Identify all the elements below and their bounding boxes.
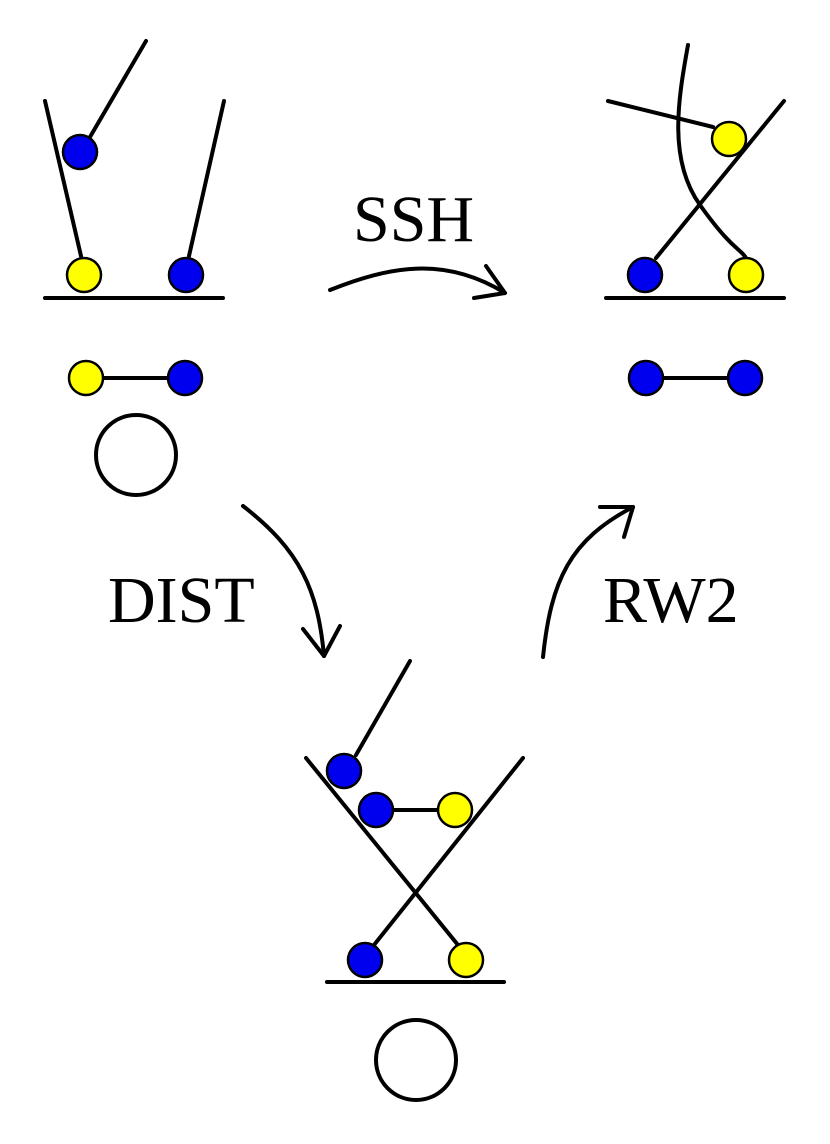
config-bottom (304, 659, 525, 1102)
arrow-shaft (328, 266, 507, 295)
loop-circle (94, 413, 178, 497)
arrow-head (301, 624, 342, 658)
label-ssh: SSH (353, 183, 474, 256)
arrow-head (472, 264, 507, 300)
arrow-head (598, 505, 635, 539)
arrow-rw2 (541, 505, 635, 659)
blue-node (627, 359, 665, 397)
blue-node (357, 791, 395, 829)
yellow-node (710, 120, 748, 158)
arrow-shaft (241, 504, 326, 658)
blue-node (61, 133, 99, 171)
strand-line (43, 99, 83, 258)
config-top-left (43, 39, 226, 497)
yellow-node (65, 256, 103, 294)
config-top-right (604, 43, 786, 397)
blue-node (346, 941, 384, 979)
blue-node (167, 256, 205, 294)
strand-line (88, 39, 148, 139)
strand-line (304, 756, 460, 947)
label-rw2: RW2 (603, 564, 739, 637)
strand-line (654, 99, 786, 260)
yellow-node (436, 791, 474, 829)
loop-circle (374, 1018, 458, 1102)
strand-line (187, 99, 226, 258)
blue-node (166, 359, 204, 397)
strand-line (354, 659, 412, 757)
arrow-ssh (328, 264, 507, 300)
yellow-node (447, 941, 485, 979)
yellow-node (727, 256, 765, 294)
strand-line (606, 99, 715, 129)
arrow-dist (241, 504, 342, 658)
yellow-node (67, 359, 105, 397)
arrow-shaft (541, 505, 635, 659)
blue-node (626, 256, 664, 294)
strand-curve (676, 43, 748, 260)
blue-node (325, 752, 363, 790)
label-dist: DIST (108, 564, 255, 637)
blue-node (726, 359, 764, 397)
strand-line (372, 756, 525, 947)
